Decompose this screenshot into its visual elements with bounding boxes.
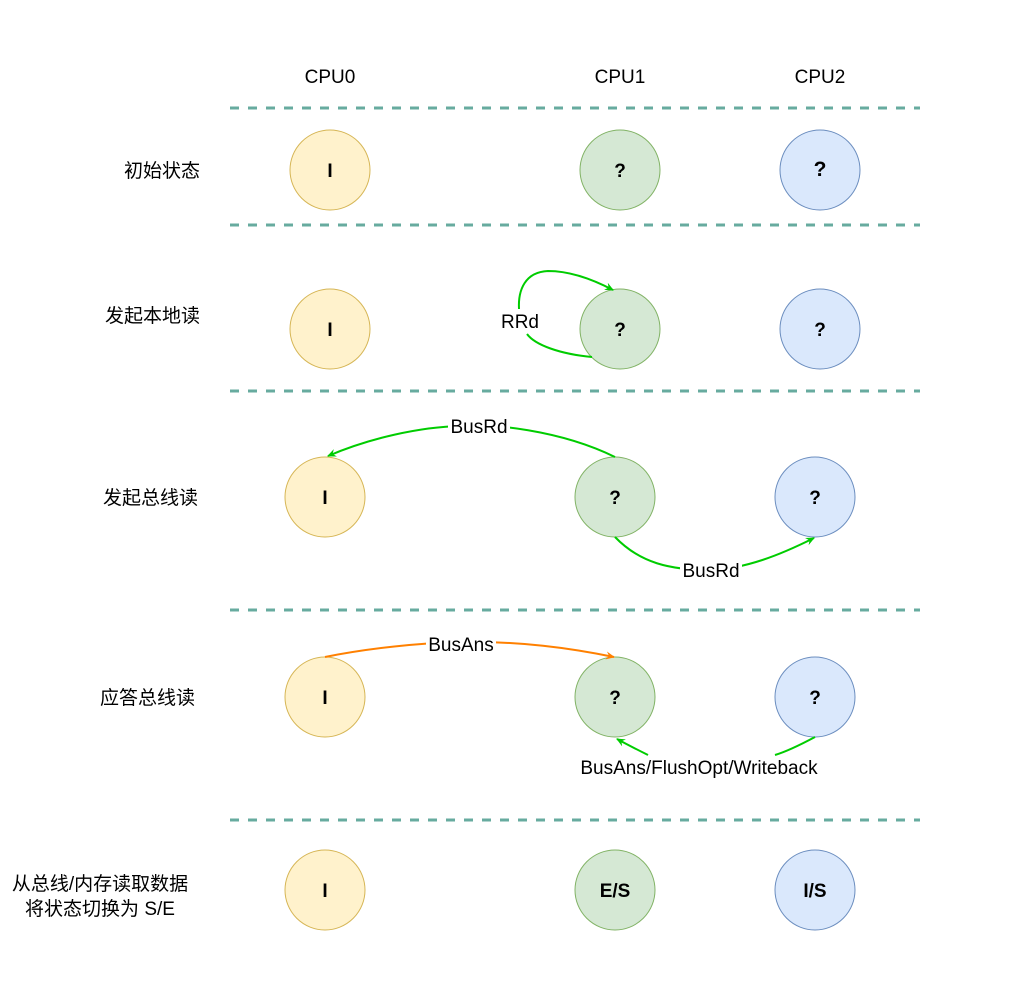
state-node-cpu1-row2: ? xyxy=(574,456,656,538)
cpu2-header: CPU2 xyxy=(795,67,846,88)
svg-text:E/S: E/S xyxy=(600,881,631,902)
svg-text:I: I xyxy=(322,688,327,709)
edge-label-busrd-bottom: BusRd xyxy=(682,561,739,582)
svg-text:I/S: I/S xyxy=(803,881,826,902)
edge-label-rrd: RRd xyxy=(501,312,539,333)
state-node-cpu2-row2: ? xyxy=(774,456,856,538)
svg-text:?: ? xyxy=(809,688,821,709)
state-node-cpu1-row3: ? xyxy=(574,656,656,738)
edge-label-busrd-top: BusRd xyxy=(450,417,507,438)
state-node-cpu2-row1: ? xyxy=(779,288,861,370)
state-node-cpu2-row0: ? xyxy=(779,129,861,211)
svg-text:?: ? xyxy=(814,158,827,181)
state-node-cpu1-row4: E/S xyxy=(574,849,656,931)
svg-text:I: I xyxy=(322,881,327,902)
svg-text:?: ? xyxy=(609,688,621,709)
state-node-cpu0-row2: I xyxy=(284,456,366,538)
svg-text:I: I xyxy=(327,161,332,182)
state-node-cpu0-row3: I xyxy=(284,656,366,738)
state-node-cpu2-row4: I/S xyxy=(774,849,856,931)
row-label-load-data-line1: 从总线/内存读取数据 xyxy=(12,873,188,895)
state-node-cpu0-row4: I xyxy=(284,849,366,931)
svg-text:?: ? xyxy=(614,320,626,341)
svg-text:I: I xyxy=(327,320,332,341)
svg-text:?: ? xyxy=(609,488,621,509)
cpu0-header: CPU0 xyxy=(305,67,356,88)
edge-label-busans-flushopt-writeback: BusAns/FlushOpt/Writeback xyxy=(580,758,818,779)
svg-text:I: I xyxy=(322,488,327,509)
edge-rrd-self-loop xyxy=(517,269,613,358)
row-label-local-read: 发起本地读 xyxy=(105,305,200,327)
row-label-bus-answer: 应答总线读 xyxy=(100,687,195,709)
row-label-bus-read: 发起总线读 xyxy=(103,487,198,509)
row-label-load-data-line2: 将状态切换为 S/E xyxy=(25,898,175,920)
edge-label-busans: BusAns xyxy=(428,635,493,656)
svg-text:?: ? xyxy=(614,161,626,182)
svg-text:?: ? xyxy=(814,320,826,341)
edge-busans-flushopt-writeback-cpu2-to-cpu1 xyxy=(617,737,816,756)
svg-text:?: ? xyxy=(809,488,821,509)
row-label-initial: 初始状态 xyxy=(124,160,200,182)
state-node-cpu0-row1: I xyxy=(289,288,371,370)
state-node-cpu0-row0: I xyxy=(289,129,371,211)
state-node-cpu1-row0: ? xyxy=(579,129,661,211)
state-node-cpu2-row3: ? xyxy=(774,656,856,738)
cpu1-header: CPU1 xyxy=(595,67,646,88)
row-dividers xyxy=(230,106,920,822)
